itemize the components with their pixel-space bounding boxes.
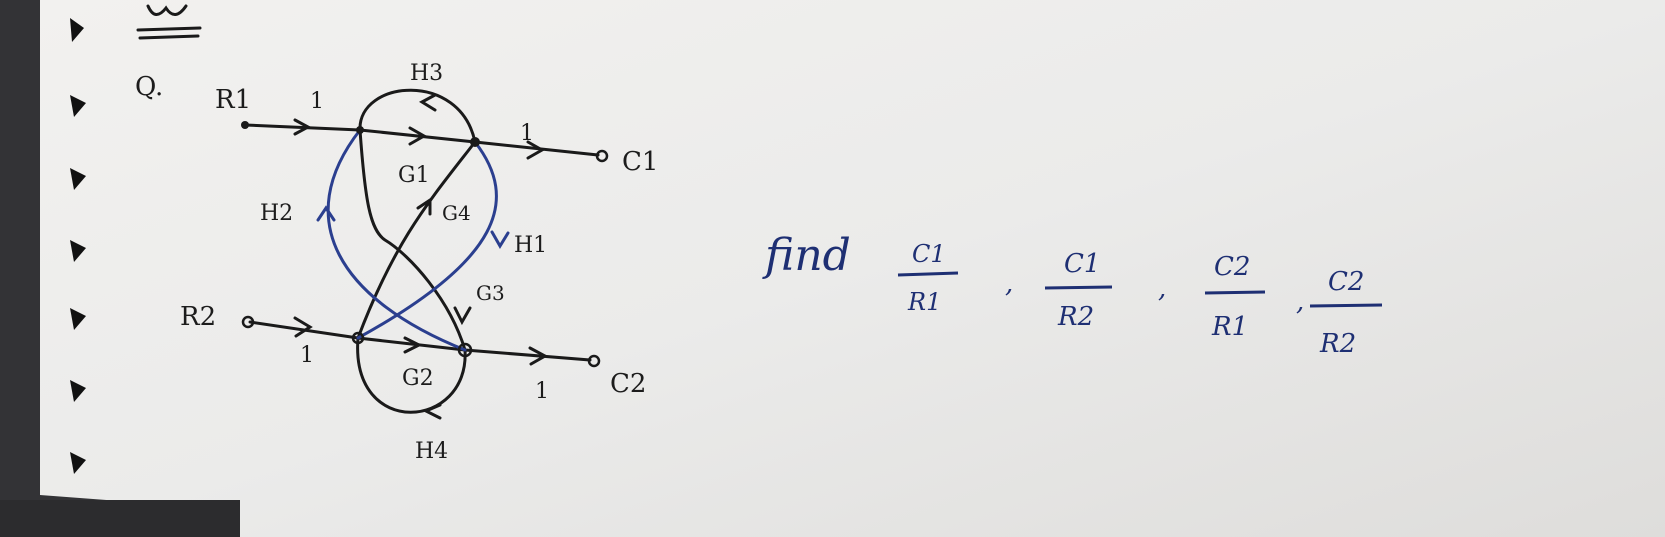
ratio-numerator: C1 [912, 240, 946, 268]
find-statement: find C1 R1 , C1 R2 , C2 R1 , C2 R2 [762, 230, 1383, 359]
label-gain-1-bottom-in: 1 [300, 343, 314, 368]
ratio-separator: , [1158, 274, 1166, 304]
bullet-mark [70, 168, 86, 190]
graph-blue-branches [326, 128, 498, 352]
branch-g3 [358, 128, 467, 352]
label-gain-1-top-in: 1 [310, 89, 324, 114]
question-marker: Q. [135, 72, 163, 102]
graph-nodes [241, 121, 609, 368]
margin-bullets [70, 18, 86, 474]
node-top-right [470, 137, 480, 147]
branch-r1-node [243, 123, 362, 132]
bullet-mark [70, 308, 86, 330]
label-h4: H4 [415, 439, 448, 464]
node-r1 [241, 121, 249, 129]
branch-g1 [358, 128, 477, 144]
node-r2 [241, 315, 255, 329]
ratio-denominator: R1 [1211, 312, 1248, 342]
bullet-mark [70, 240, 86, 262]
arrow-icon [490, 230, 510, 249]
arrow-icon [316, 205, 336, 222]
node-bottom-left [351, 331, 365, 345]
branch-out-c2 [463, 348, 592, 362]
ratio-c2-r2: C2 R2 [1309, 267, 1383, 359]
label-g3: G3 [476, 281, 505, 305]
ratio-c1-r2: C1 R2 [1044, 249, 1113, 332]
label-c2: C2 [610, 369, 646, 399]
arrow-icon [453, 306, 472, 326]
arrow-icon [528, 346, 549, 366]
arrow-heads-blue [316, 205, 510, 249]
bullet-mark [70, 452, 86, 474]
bullet-mark [70, 95, 86, 117]
paper-area [40, 0, 1665, 537]
arrow-icon [416, 197, 432, 216]
arrow-icon [418, 93, 437, 112]
bullet-mark [70, 380, 86, 402]
label-h1: H1 [514, 233, 547, 258]
ratio-denominator: R2 [1319, 329, 1356, 359]
find-word: find [762, 230, 851, 281]
fraction-bar [1204, 290, 1266, 295]
ratio-c2-r1: C2 R1 [1204, 252, 1266, 342]
arrow-icon [408, 126, 428, 146]
node-top-left [356, 126, 364, 134]
node-c1 [595, 149, 609, 163]
top-scribble [136, 4, 202, 40]
arrow-icon [293, 316, 313, 338]
graph-labels: R1 C1 R2 C2 1 1 1 1 G1 G2 G3 G4 H1 H2 H3… [180, 61, 658, 464]
label-h3: H3 [410, 61, 443, 86]
fraction-bar [897, 271, 959, 277]
fraction-bar [1044, 285, 1113, 290]
arrow-heads [293, 93, 549, 420]
ratio-c1-r1: C1 R1 [897, 240, 959, 316]
arrow-icon [526, 140, 546, 160]
branch-h4-loop [356, 336, 467, 414]
bullet-mark [70, 18, 84, 42]
ratio-separator: , [1296, 287, 1304, 317]
branch-h3-loop [358, 88, 477, 144]
label-r1: R1 [215, 85, 251, 115]
label-r2: R2 [180, 302, 216, 332]
arrow-icon [422, 403, 442, 420]
label-gain-1-bottom-out: 1 [535, 379, 549, 404]
node-bottom-right [457, 342, 473, 358]
label-gain-1-top-out: 1 [520, 121, 534, 146]
label-g4: G4 [442, 201, 471, 225]
branch-g2 [356, 336, 467, 352]
ratio-numerator: C2 [1214, 252, 1250, 282]
branch-g4 [356, 140, 477, 340]
node-c2 [587, 354, 601, 368]
ratio-denominator: R2 [1057, 302, 1094, 332]
label-g1: G1 [398, 163, 430, 188]
label-h2: H2 [260, 201, 293, 226]
bottom-dark-strip [0, 500, 240, 537]
branch-h2 [326, 128, 467, 352]
label-g2: G2 [402, 366, 434, 391]
arrow-icon [293, 118, 312, 136]
branch-h1 [356, 140, 498, 340]
label-c1: C1 [622, 147, 658, 177]
ratio-numerator: C1 [1064, 249, 1100, 279]
ratio-separator: , [1005, 269, 1013, 299]
ratio-denominator: R1 [907, 288, 941, 316]
ratio-numerator: C2 [1328, 267, 1364, 297]
fraction-bar [1309, 303, 1383, 308]
arrow-icon [403, 336, 423, 354]
